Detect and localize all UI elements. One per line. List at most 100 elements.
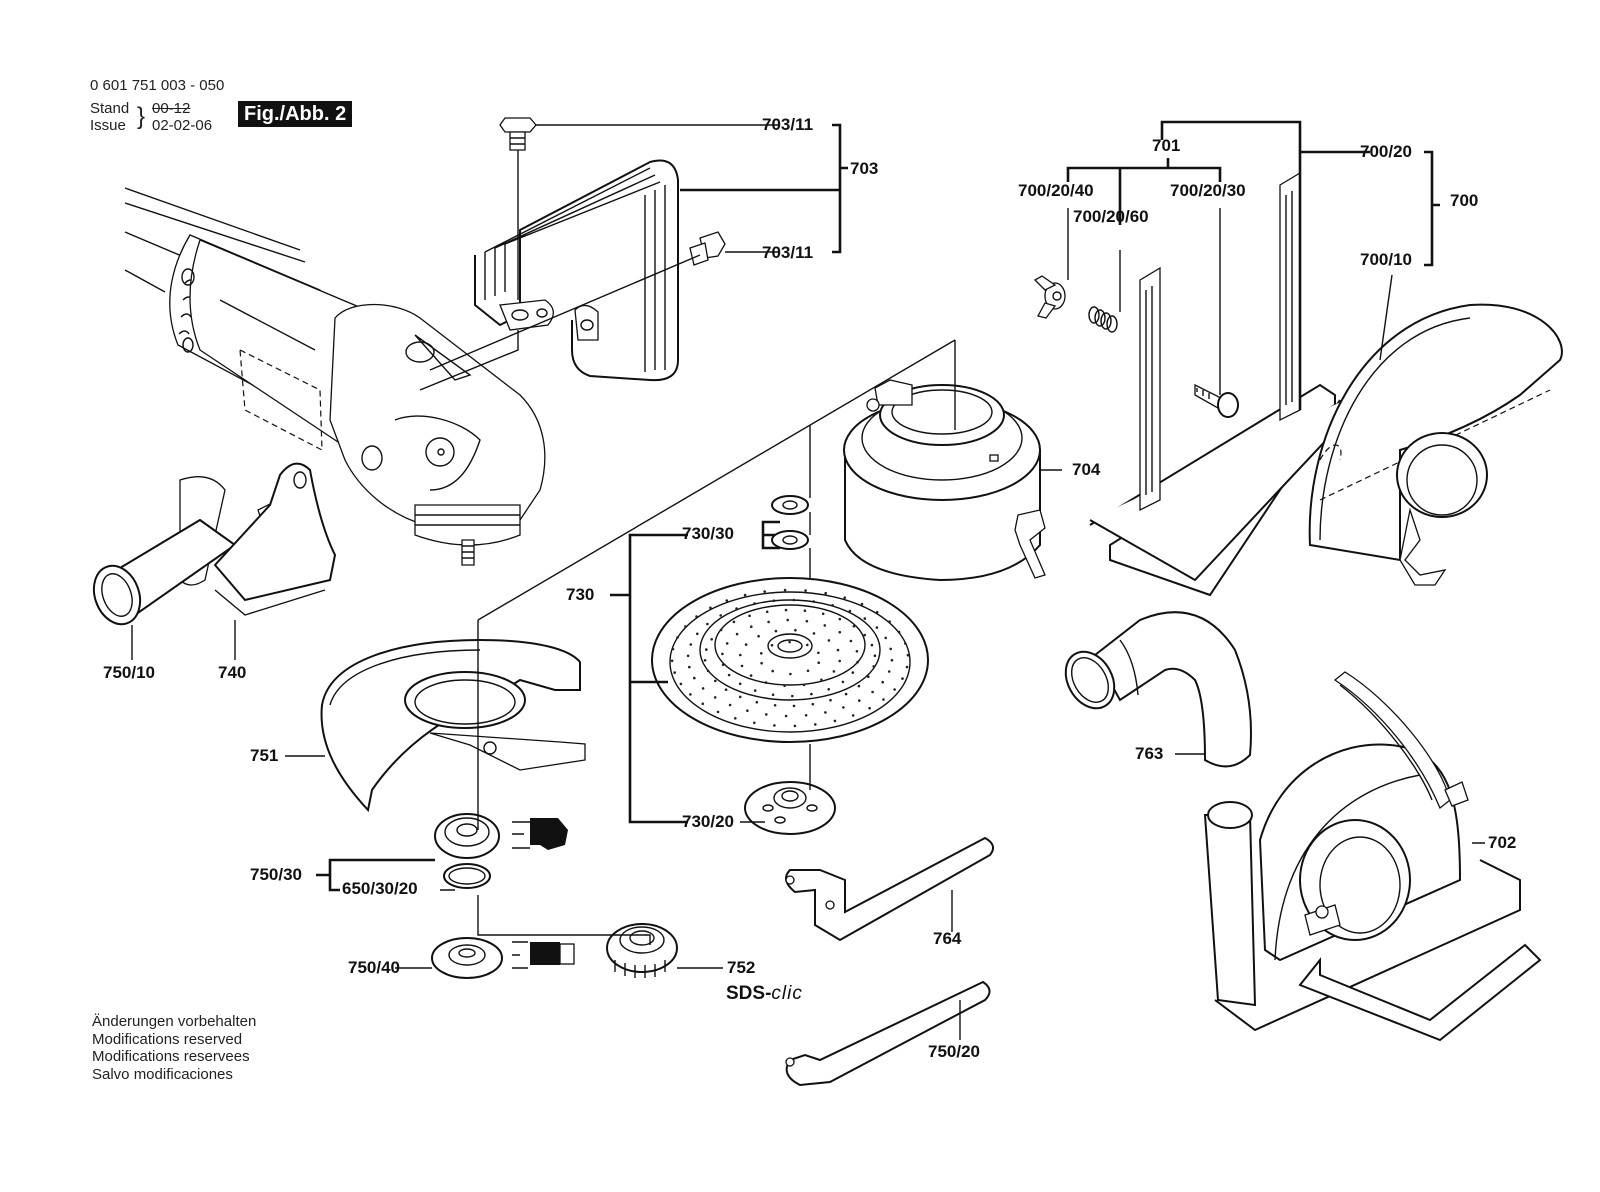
pad-hole — [884, 636, 887, 640]
pad-hole — [696, 632, 699, 636]
pad-hole — [773, 724, 776, 727]
callout-750-40: 750/40 — [348, 958, 400, 977]
callout-700-20-60: 700/20/60 — [1073, 207, 1149, 226]
stand-value: 00-12 — [152, 100, 191, 117]
pad-hole — [695, 615, 698, 618]
pad-hole — [836, 648, 840, 652]
cutting-hood-702 — [1203, 671, 1542, 1042]
pad-hole — [810, 692, 813, 696]
pad-hole — [833, 719, 837, 723]
pad-hole — [793, 724, 797, 728]
pad-hole — [791, 694, 794, 698]
pad-hole — [765, 713, 768, 716]
pad-hole — [786, 618, 789, 622]
callout-752: 752 — [727, 958, 756, 977]
pad-hole — [824, 591, 827, 595]
callout-703-11-bottom: 703/11 — [762, 243, 814, 262]
pad-hole — [744, 643, 748, 646]
callout-740: 740 — [218, 663, 247, 682]
pad-hole — [827, 688, 830, 691]
pad-hole — [755, 700, 759, 704]
pad-hole — [757, 634, 760, 638]
callout-750-10: 750/10 — [103, 663, 155, 682]
pad-hole — [838, 659, 841, 663]
pad-hole — [753, 602, 756, 605]
pad-hole — [897, 630, 901, 634]
pad-hole — [794, 628, 797, 632]
pad-hole — [740, 664, 744, 668]
pad-hole — [783, 588, 787, 592]
pad-hole — [838, 617, 842, 621]
footer-line-en: Modifications reserved — [92, 1030, 243, 1048]
callout-750-20: 750/20 — [928, 1042, 980, 1061]
pad-hole — [738, 682, 742, 686]
pad-hole — [805, 619, 809, 623]
pad-hole — [735, 607, 738, 610]
pad-hole — [765, 610, 769, 614]
pad-hole — [706, 622, 709, 626]
guide-rail-701 — [1089, 171, 1346, 597]
pad-hole — [842, 706, 845, 709]
pad-hole — [812, 632, 816, 635]
pad-hole — [888, 620, 891, 623]
pad-hole — [887, 670, 891, 673]
pad-hole — [784, 714, 788, 718]
pad-hole — [670, 659, 674, 663]
footer-line-fr: Modifications reservees — [92, 1048, 250, 1065]
footer-notice: Änderungen vorbehalten Modifications res… — [92, 1013, 256, 1083]
angle-grinder-body — [124, 187, 546, 566]
pad-hole — [748, 614, 751, 618]
pad-hole — [725, 642, 729, 645]
sds-prefix: SDS- — [726, 983, 772, 1004]
hose-elbow-763 — [1064, 611, 1252, 768]
pad-hole — [689, 643, 693, 646]
pad-hole — [890, 658, 894, 662]
pad-hole — [753, 721, 756, 725]
pad-hole — [792, 704, 796, 708]
pad-hole — [872, 665, 875, 668]
pad-hole — [679, 682, 683, 686]
mounting-flange-750-30 — [434, 813, 568, 889]
pad-hole — [863, 617, 867, 620]
pad-hole — [889, 647, 892, 651]
callout-700-10: 700/10 — [1360, 250, 1412, 269]
pad-hole — [671, 647, 675, 651]
pad-hole — [817, 661, 820, 664]
pad-hole — [701, 702, 705, 706]
pad-hole — [841, 680, 845, 684]
callout-650-30-20: 650/30/20 — [342, 879, 418, 898]
spring-700-20-60 — [1088, 306, 1118, 333]
pad-hole — [721, 652, 724, 656]
pad-hole — [851, 671, 855, 674]
pad-hole — [832, 670, 836, 673]
pad-hole — [873, 654, 877, 657]
leader-lines — [131, 120, 1485, 1040]
pad-hole — [871, 690, 874, 694]
pad-hole — [803, 609, 807, 612]
pad-hole — [760, 661, 763, 665]
pad-hole — [719, 614, 722, 617]
pad-hole — [783, 684, 786, 688]
pad-hole — [743, 593, 747, 597]
callout-730-30: 730/30 — [682, 524, 734, 543]
callout-700-20-30: 700/20/30 — [1170, 181, 1246, 200]
pad-hole — [863, 633, 866, 637]
pad-hole — [806, 643, 809, 647]
pad-hole — [684, 625, 687, 628]
callout-702: 702 — [1488, 833, 1517, 852]
footer-line-es: Salvo modificaciones — [92, 1065, 233, 1083]
part-number: 0 601 751 003 - 050 — [90, 77, 225, 94]
pad-hole — [676, 636, 679, 639]
stand-label: Stand — [90, 100, 130, 117]
pad-hole — [753, 689, 757, 692]
pad-hole — [811, 702, 815, 706]
quick-clamp-nut-752 — [606, 923, 678, 978]
pad-hole — [773, 704, 777, 707]
callout-750-30: 750/30 — [250, 865, 302, 884]
callout-730: 730 — [566, 585, 595, 604]
pad-hole — [727, 673, 731, 677]
pad-hole — [906, 653, 910, 657]
callout-703-11-top: 703/11 — [762, 115, 814, 134]
sds-clic-label: SDS-clic — [726, 983, 803, 1005]
